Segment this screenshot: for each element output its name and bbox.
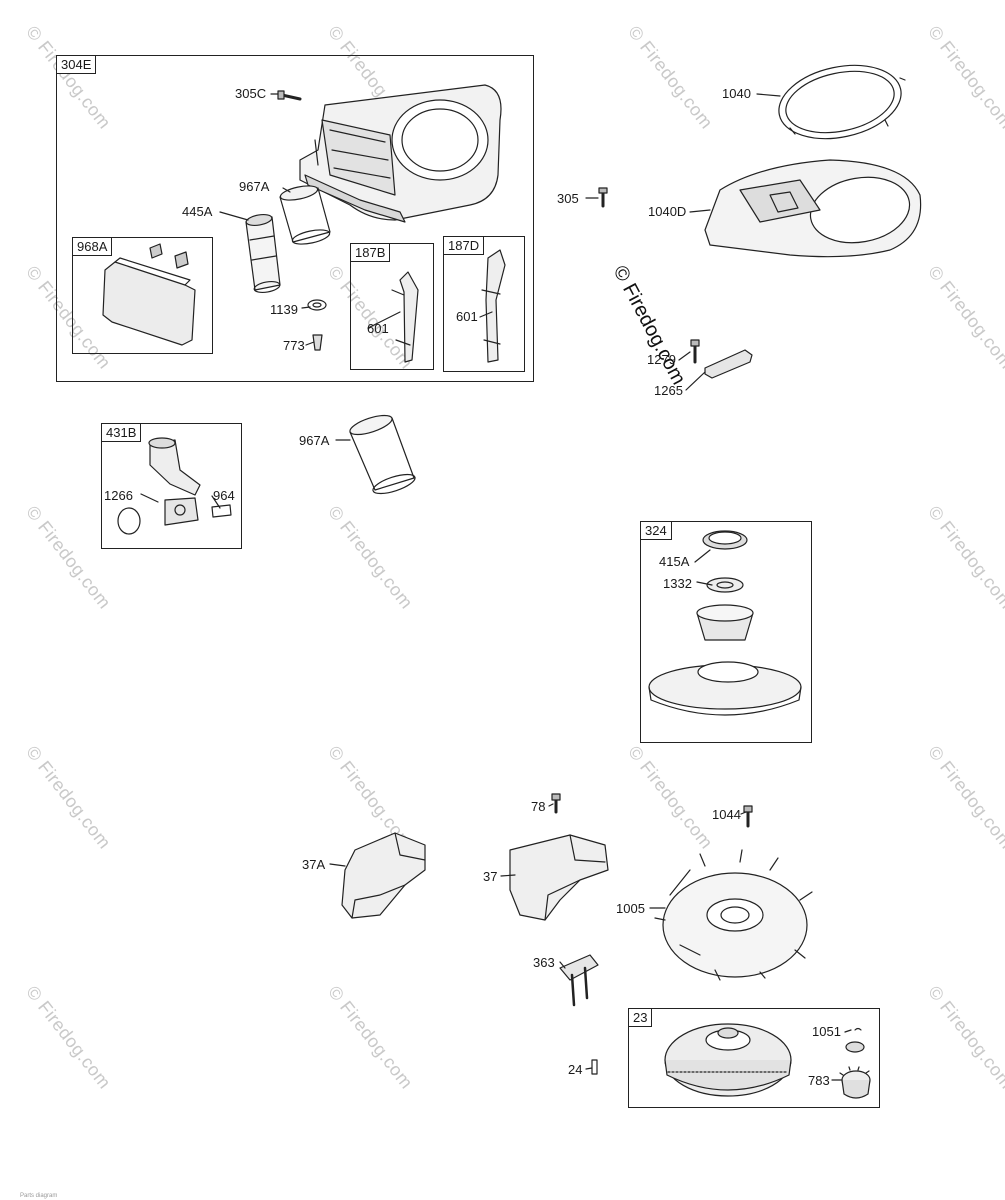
group-tag: 187D (444, 237, 485, 255)
part-label-1279: 1279 (647, 352, 676, 367)
group-tag: 968A (73, 238, 113, 256)
part-label-783: 783 (808, 1073, 830, 1088)
part-label-445A: 445A (182, 204, 213, 219)
dipstick-tube-icon (481, 249, 506, 363)
part-label-601: 601 (456, 309, 478, 324)
fan-icon (654, 849, 813, 981)
group-tag: 431B (102, 424, 142, 442)
air-filter-icon (349, 414, 416, 495)
group-tag: 304E (57, 56, 97, 74)
part-label-24: 24 (568, 1062, 583, 1077)
group-tag: 23 (629, 1009, 653, 1027)
group-187B: 187B (350, 243, 434, 370)
group-tag: 187B (351, 244, 391, 262)
part-label-1044: 1044 (712, 807, 741, 822)
footer-text: Parts diagram (20, 1193, 58, 1199)
part-label-305: 305 (557, 191, 579, 206)
part-label-967A: 967A (239, 179, 270, 194)
part-label-1139: 1139 (270, 302, 298, 317)
part-label-1332: 1332 (663, 576, 692, 591)
air-guide-icon (341, 832, 426, 919)
part-label-37: 37 (483, 869, 498, 884)
shroud-icon (704, 159, 922, 258)
blower-housing-icon (299, 84, 502, 223)
grille-ring-icon (778, 64, 906, 140)
dipstick-tube-icon (391, 271, 419, 363)
gear-icon (839, 1066, 871, 1099)
part-label-1265: 1265 (654, 383, 683, 398)
filter-cover-icon (102, 243, 196, 346)
elbow-icon (117, 437, 232, 535)
group-187D: 187D (443, 236, 525, 372)
part-label-967A: 967A (299, 433, 330, 448)
air-guide-icon (509, 834, 609, 921)
part-label-363: 363 (533, 955, 555, 970)
part-label-1040D: 1040D (648, 204, 687, 219)
part-label-964: 964 (213, 488, 235, 503)
part-label-37A: 37A (302, 857, 326, 872)
part-label-78: 78 (531, 799, 546, 814)
flywheel-icon (664, 1023, 792, 1097)
part-label-1005: 1005 (616, 901, 645, 916)
part-label-1040: 1040 (722, 86, 751, 101)
part-label-1266: 1266 (104, 488, 133, 503)
group-968A: 968A (72, 237, 213, 354)
group-tag: 324 (641, 522, 672, 540)
screw-icon (277, 90, 302, 101)
air-filter-icon (245, 213, 281, 294)
starter-cup-icon (648, 530, 802, 716)
part-label-601: 601 (367, 321, 389, 336)
part-label-415A: 415A (659, 554, 690, 569)
part-label-305C: 305C (235, 86, 267, 101)
group-23: 23 (628, 1008, 880, 1108)
group-304E: 304E (56, 55, 534, 382)
group-324: 324 (640, 521, 812, 743)
air-filter-icon (279, 185, 331, 245)
part-label-1051: 1051 (812, 1024, 841, 1039)
group-431B: 431B (101, 423, 242, 549)
part-label-773: 773 (283, 338, 305, 353)
